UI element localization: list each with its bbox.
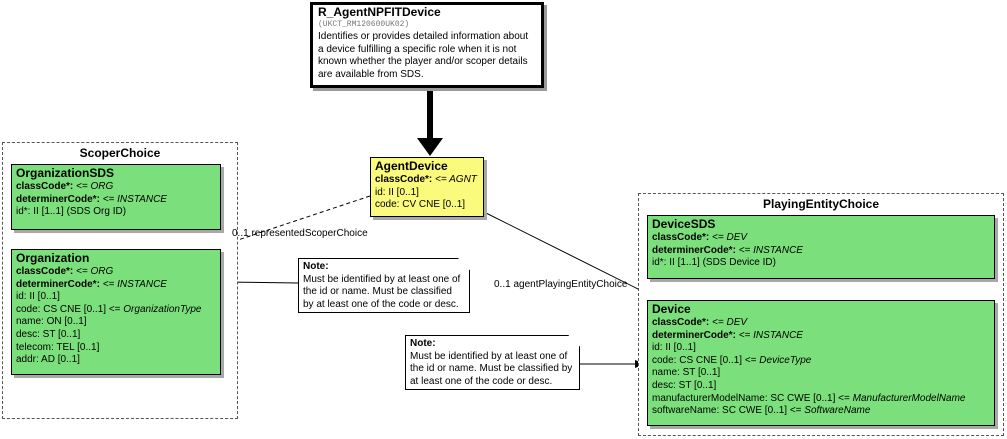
device-name: name: ST [0..1] xyxy=(652,367,721,379)
organization-addr: addr: AD [0..1] xyxy=(16,354,80,366)
organization-class: Organization classCode*: <= ORG determin… xyxy=(11,249,221,375)
organization-note-title: Note: xyxy=(303,261,329,272)
agent-device-id: id: II [0..1] xyxy=(375,186,419,198)
device-code: code: CS CNE [0..1] <= DeviceType xyxy=(652,354,812,366)
device-sds-id: id*: II [1..1] (SDS Device ID) xyxy=(652,257,776,269)
organization-classcode: classCode*: <= ORG xyxy=(16,266,114,277)
root-entry-box: R_AgentNPFITDevice (UKCT_RM120600UK02) I… xyxy=(310,2,544,88)
agent-device-class: AgentDevice classCode*: <= AGNT id: II [… xyxy=(370,157,484,217)
device-sds-classcode: classCode*: <= DEV xyxy=(652,232,748,243)
organization-sds-class: OrganizationSDS classCode*: <= ORG deter… xyxy=(11,164,221,230)
device-title: Device xyxy=(652,302,691,316)
root-description: Identifies or provides detailed informat… xyxy=(318,31,529,80)
root-code: (UKCT_RM120600UK02) xyxy=(318,20,410,29)
organization-title: Organization xyxy=(16,251,90,265)
playing-entity-choice-title: PlayingEntityChoice xyxy=(762,197,880,211)
device-sds-class: DeviceSDS classCode*: <= DEV determinerC… xyxy=(647,215,995,279)
root-title: R_AgentNPFITDevice xyxy=(318,5,441,19)
device-sds-title: DeviceSDS xyxy=(652,217,716,231)
organization-determinercode: determinerCode*: <= INSTANCE xyxy=(16,278,167,290)
device-note-title: Note: xyxy=(410,338,436,349)
device-software-name: softwareName: SC CWE [0..1] <= SoftwareN… xyxy=(652,405,871,417)
organization-name: name: ON [0..1] xyxy=(16,316,87,328)
device-id: id: II [0..1] xyxy=(652,342,696,354)
organization-code: code: CS CNE [0..1] <= OrganizationType xyxy=(16,303,202,315)
organization-sds-determinercode: determinerCode*: <= INSTANCE xyxy=(16,193,167,205)
scoper-association-line xyxy=(225,195,371,245)
organization-sds-classcode: classCode*: <= ORG xyxy=(16,181,114,192)
player-association-label: 0..1 agentPlayingEntityChoice xyxy=(494,279,628,290)
scoper-choice-title: ScoperChoice xyxy=(79,146,161,160)
organization-id: id: II [0..1] xyxy=(16,291,60,303)
agent-device-title: AgentDevice xyxy=(375,159,448,173)
organization-telecom: telecom: TEL [0..1] xyxy=(16,341,100,353)
device-classcode: classCode*: <= DEV xyxy=(652,317,748,328)
device-manufacturer-model-name: manufacturerModelName: SC CWE [0..1] <= … xyxy=(652,392,966,404)
device-sds-determinercode: determinerCode*: <= INSTANCE xyxy=(652,244,803,256)
device-desc: desc: ST [0..1] xyxy=(652,379,717,391)
device-determinercode: determinerCode*: <= INSTANCE xyxy=(652,329,803,341)
root-arrow-head xyxy=(417,138,443,156)
organization-note: Note: Must be identified by at least one… xyxy=(298,258,470,313)
scoper-association-label: 0..1 representedScoperChoice xyxy=(232,228,368,239)
player-association-line xyxy=(483,211,641,291)
device-note: Note: Must be identified by at least one… xyxy=(405,335,580,390)
agent-device-classcode: classCode*: <= AGNT xyxy=(375,174,477,185)
agent-device-code: code: CV CNE [0..1] xyxy=(375,199,466,211)
device-class: Device classCode*: <= DEV determinerCode… xyxy=(647,300,995,426)
organization-sds-id: id*: II [1..1] (SDS Org ID) xyxy=(16,206,127,218)
organization-note-text: Must be identified by at least one of th… xyxy=(303,273,461,310)
organization-desc: desc: ST [0..1] xyxy=(16,328,81,340)
device-note-text: Must be identified by at least one of th… xyxy=(410,350,573,387)
organization-sds-title: OrganizationSDS xyxy=(16,166,115,180)
